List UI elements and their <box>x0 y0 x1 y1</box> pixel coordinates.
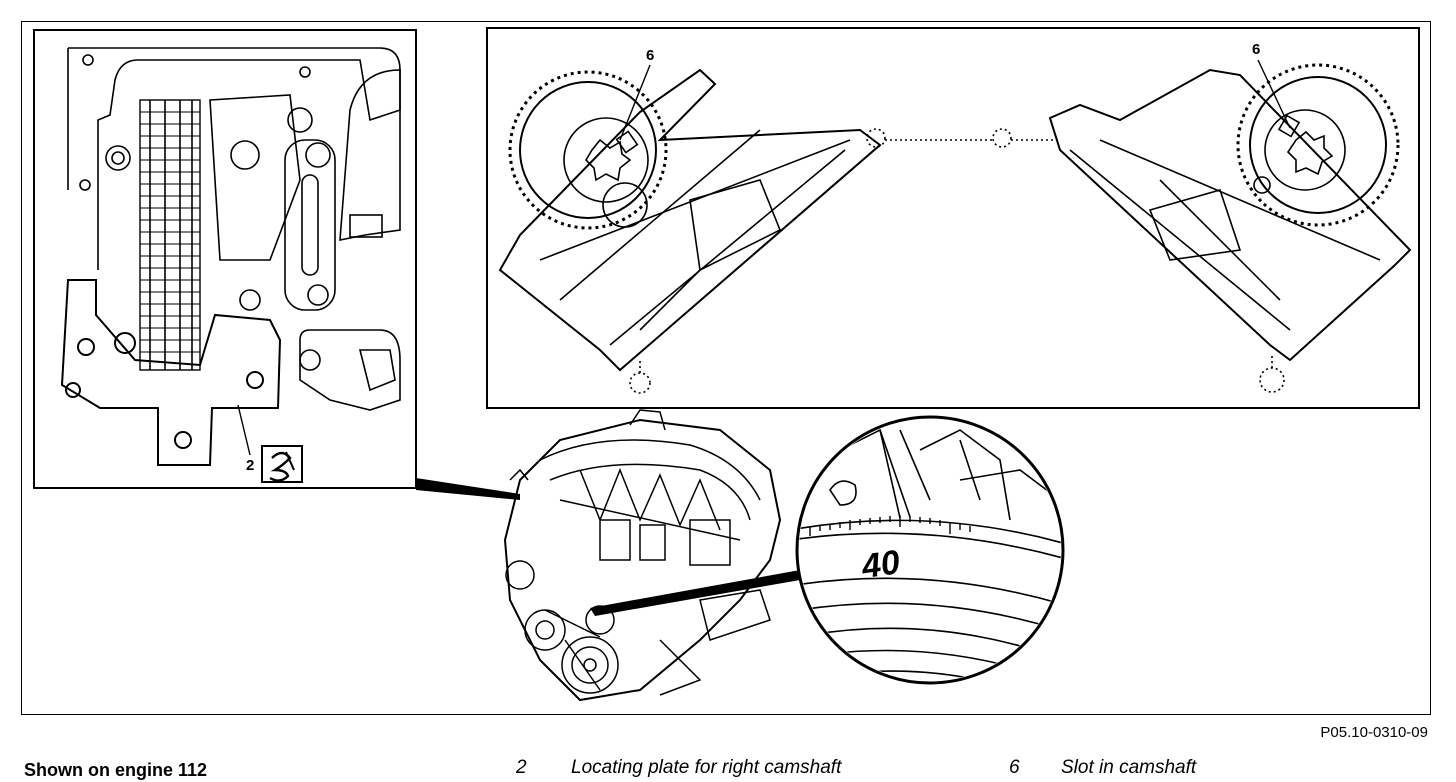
locating-plate-inset <box>33 29 417 489</box>
timing-chain <box>139 99 201 371</box>
legend-item-6-text: Slot in camshaft <box>1061 757 1197 778</box>
locating-plate <box>60 279 282 466</box>
engine-icon <box>503 409 782 702</box>
figure-code: P05.10-0310-09 <box>1320 724 1428 741</box>
crankshaft-pulley-icon <box>561 636 619 694</box>
right-bank <box>1048 63 1412 362</box>
degree-mark-label: 40 <box>858 543 902 586</box>
figure-caption: Shown on engine 112 <box>24 760 208 780</box>
star-socket-icon <box>584 138 632 182</box>
legend-item-6-number: 6 <box>1009 757 1020 778</box>
legend-item-2-text: Locating plate for right camshaft <box>571 757 842 778</box>
degree-scale-magnifier <box>795 415 1065 685</box>
diagram-frame <box>21 21 1431 715</box>
legend-item-2-number: 2 <box>516 757 527 778</box>
camshaft-inset <box>486 27 1420 409</box>
tool-symbol-icon <box>261 445 303 483</box>
star-socket-icon <box>1286 130 1334 176</box>
callout-locating-plate: 2 <box>246 457 254 474</box>
left-bank <box>498 68 882 372</box>
callout-slot-left: 6 <box>646 47 654 64</box>
reference-line <box>629 128 1285 394</box>
callout-slot-right: 6 <box>1252 41 1260 58</box>
pointer-wedges <box>416 478 800 616</box>
degree-scale-ticks <box>809 515 971 536</box>
